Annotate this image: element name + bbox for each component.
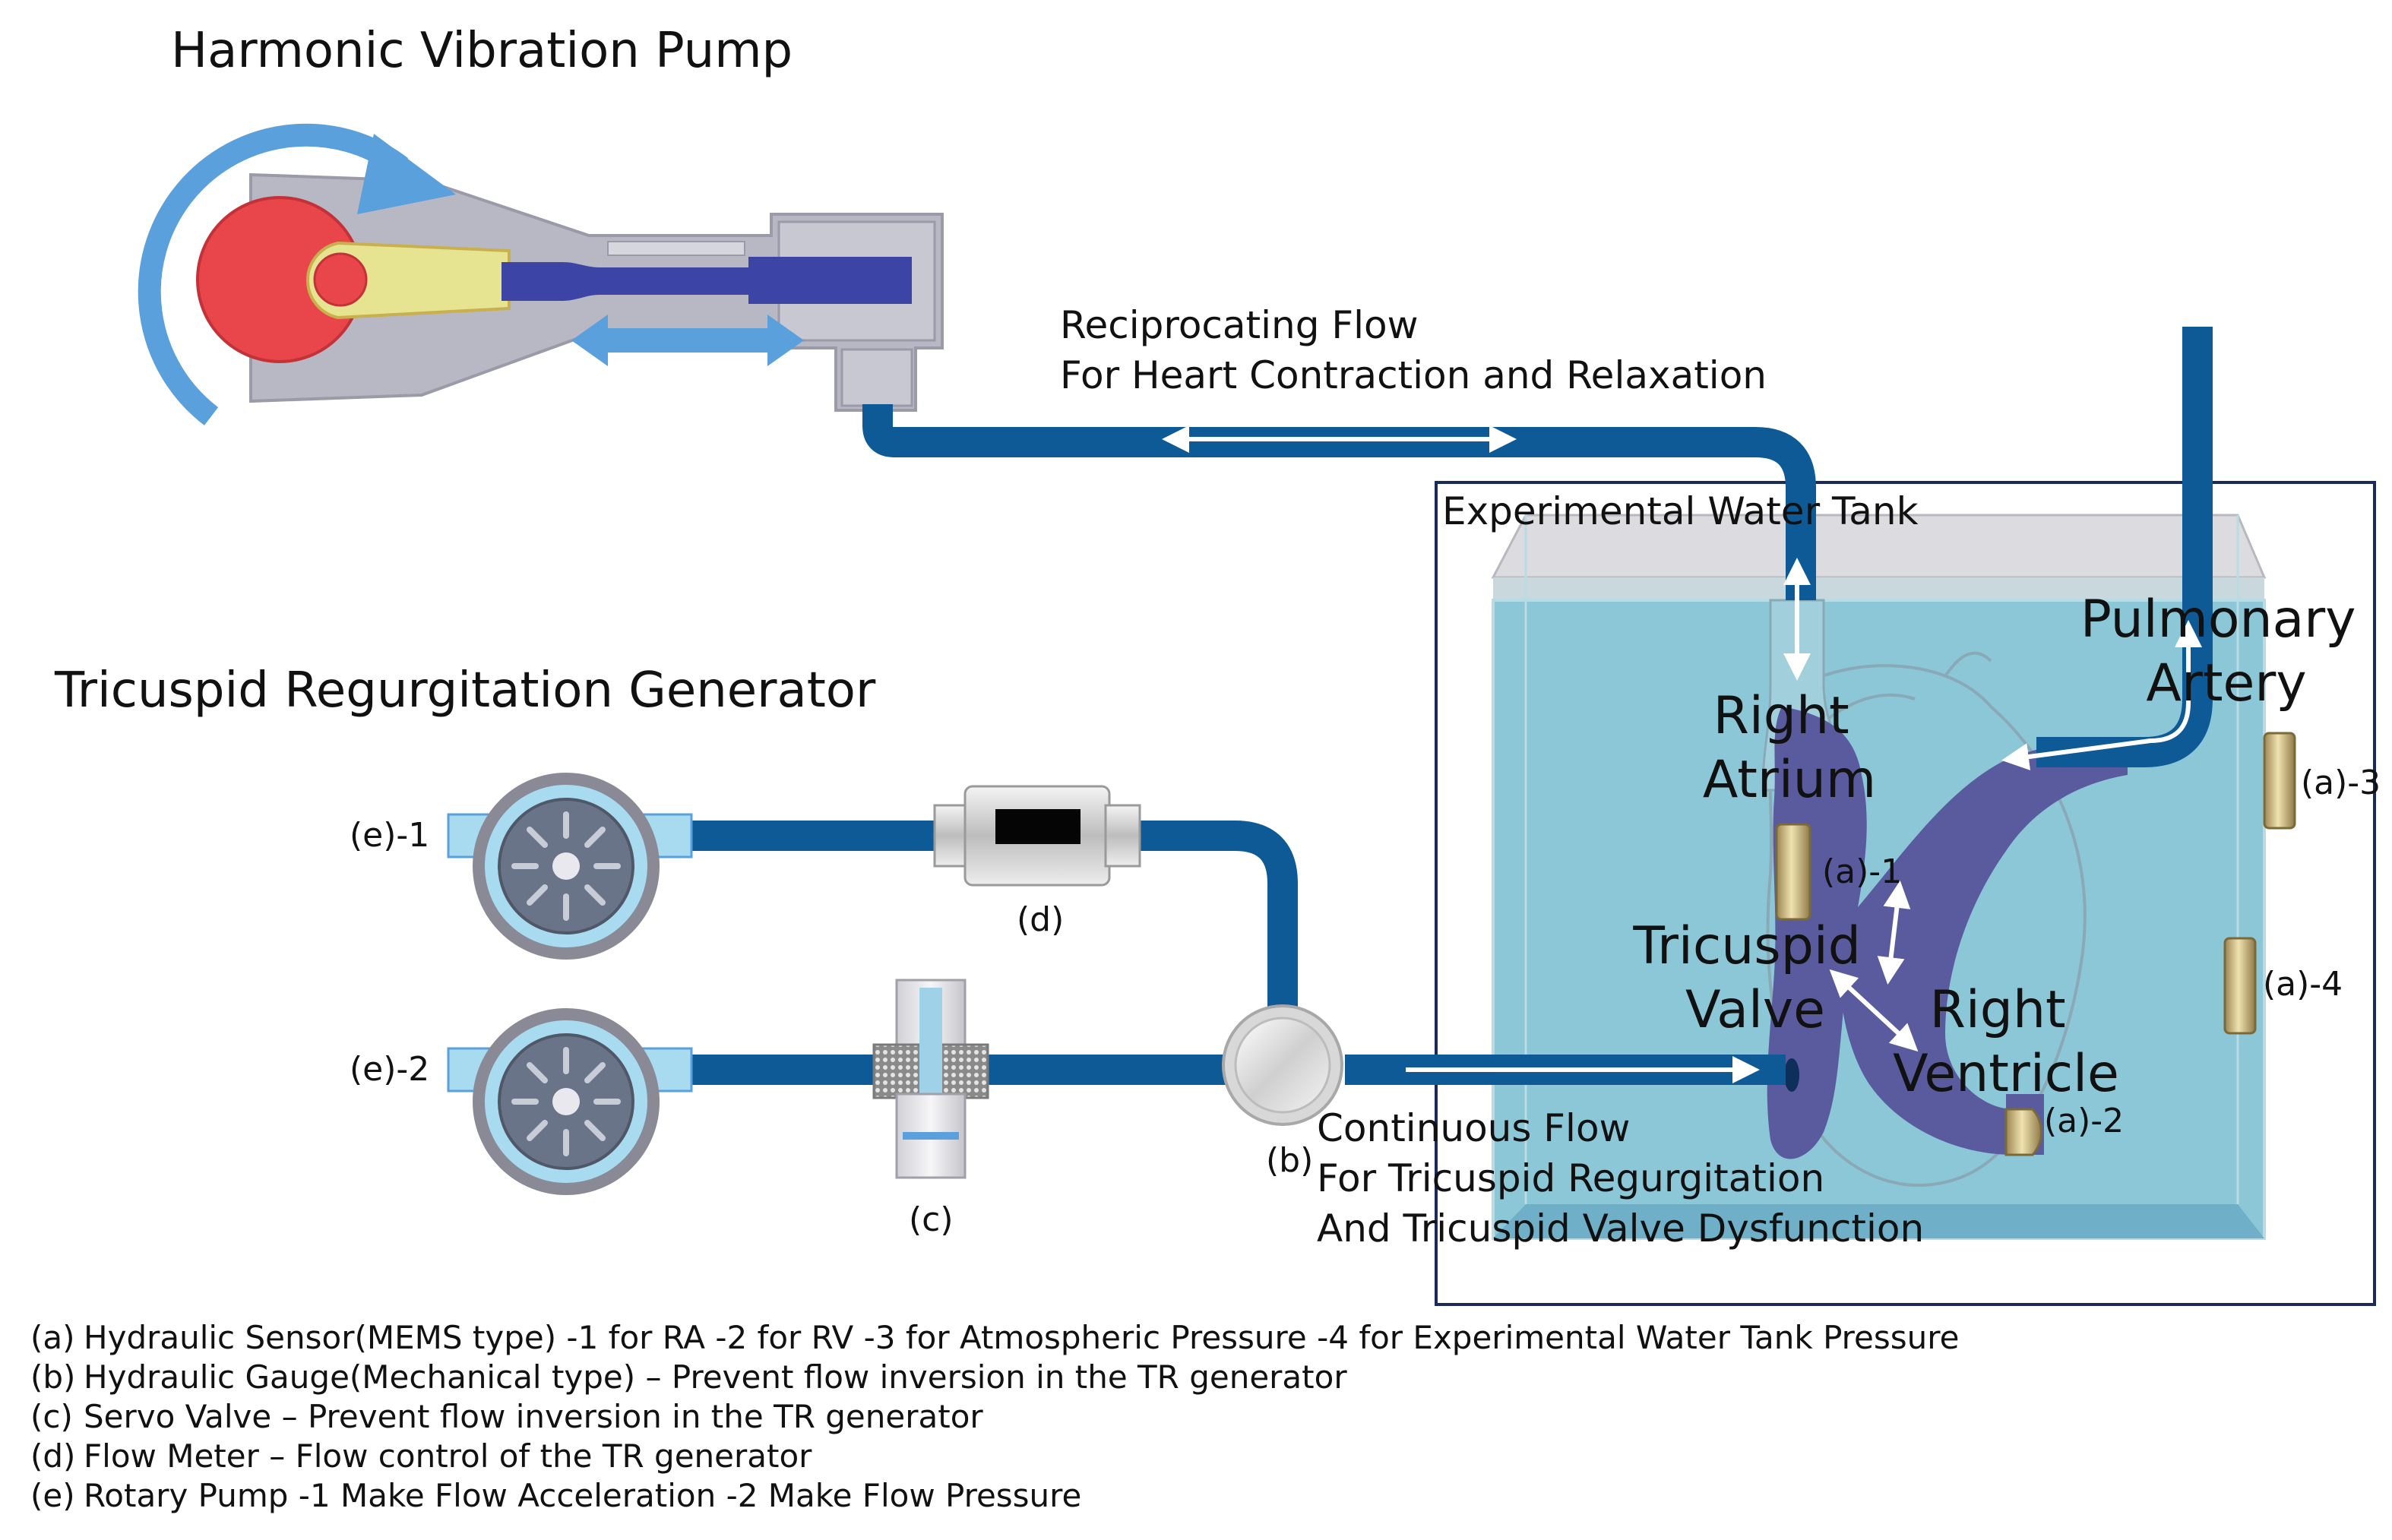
- reciprocating-pipe: [862, 404, 1816, 600]
- legend-text-b: Hydraulic Gauge(Mechanical type) – Preve…: [84, 1358, 1347, 1396]
- rotation-arrow-icon: [138, 123, 409, 425]
- generator-pipe-upper: [688, 821, 1298, 1022]
- tag-e1: (e)-1: [350, 816, 429, 855]
- right-ventricle-line-1: Right: [1930, 980, 2066, 1040]
- tricuspid-regurgitation-arrow-icon: [1829, 969, 1919, 1052]
- flow-arrows: [1162, 425, 2202, 1083]
- atrium-ventricle-arrow-icon: [1877, 881, 1911, 985]
- pulmonary-artery-label: Pulmonary Artery: [2080, 590, 2372, 713]
- right-atrium-chamber: [1767, 707, 1867, 1159]
- legend-row-b: (b)Hydraulic Gauge(Mechanical type) – Pr…: [30, 1358, 2310, 1397]
- right-atrium-line-2: Atrium: [1703, 750, 1876, 810]
- reciprocating-flow-line-2: For Heart Contraction and Relaxation: [1060, 353, 1767, 397]
- continuous-flow-line-3: And Tricuspid Valve Dysfunction: [1317, 1206, 1924, 1251]
- rotary-pump-e1: [447, 773, 693, 960]
- tag-d: (d): [1017, 900, 1064, 939]
- legend-row-e: (e)Rotary Pump -1 Make Flow Acceleration…: [30, 1476, 2310, 1516]
- tank-label: Experimental Water Tank: [1442, 489, 1919, 533]
- pump-connector-block: [840, 348, 913, 407]
- tricuspid-valve-label: Tricuspid Valve: [1632, 916, 1877, 1040]
- flow-meter-flange-left: [933, 804, 970, 868]
- tag-a4: (a)-4: [2263, 965, 2343, 1004]
- right-ventricle-line-2: Ventricle: [1893, 1044, 2119, 1104]
- legend-text-a: Hydraulic Sensor(MEMS type) -1 for RA -2…: [84, 1319, 1960, 1356]
- reciprocating-flow-label: Reciprocating Flow For Heart Contraction…: [1060, 303, 1767, 397]
- continuous-flow-line-2: For Tricuspid Regurgitation: [1317, 1156, 1824, 1200]
- crank-pin: [313, 252, 368, 307]
- pump-e2-blades: [511, 1047, 621, 1156]
- pulmonary-artery-line-2: Artery: [2146, 653, 2306, 713]
- right-ventricle-chamber: [1840, 743, 2128, 1155]
- right-atrium-label: Right Atrium: [1703, 686, 1876, 810]
- servo-valve-seat: [903, 1132, 959, 1140]
- reciprocation-arrow-icon: [571, 315, 804, 366]
- legend-text-d: Flow Meter – Flow control of the TR gene…: [84, 1437, 812, 1475]
- rotation-arrowhead-icon: [357, 134, 456, 214]
- legend-row-a: (a)Hydraulic Sensor(MEMS type) -1 for RA…: [30, 1318, 2310, 1358]
- heart-outline: [1766, 664, 2087, 1187]
- servo-valve: [872, 979, 989, 1179]
- pump-title: Harmonic Vibration Pump: [171, 23, 793, 79]
- tag-a3: (a)-3: [2301, 764, 2381, 802]
- tag-b: (b): [1266, 1141, 1313, 1180]
- tank-frame: [1435, 481, 2376, 1306]
- tricuspid-valve-line-1: Tricuspid: [1632, 916, 1861, 976]
- generator-title: Tricuspid Regurgitation Generator: [54, 662, 876, 719]
- continuous-flow-label: Continuous Flow For Tricuspid Regurgitat…: [1317, 1106, 1924, 1251]
- legend-row-d: (d)Flow Meter – Flow control of the TR g…: [30, 1437, 2310, 1476]
- rotary-pump-e2: [447, 1008, 693, 1195]
- legend-row-c: (c) Servo Valve – Prevent flow inversion …: [30, 1397, 2310, 1437]
- continuous-flow-line-1: Continuous Flow: [1317, 1106, 1630, 1150]
- tag-a1: (a)-1: [1822, 852, 1902, 891]
- pulmonary-artery-line-1: Pulmonary: [2080, 590, 2356, 650]
- pump-e1-hub: [552, 852, 580, 880]
- sensor-a3: [2263, 732, 2296, 830]
- tricuspid-inlet: [1784, 1058, 1799, 1092]
- sensor-a1: [1775, 823, 1811, 921]
- pump-e2-hub: [552, 1088, 580, 1115]
- pump-e1-blades: [511, 811, 621, 921]
- sensor-a2: [2004, 1108, 2042, 1156]
- tank-floor: [1493, 1204, 2264, 1238]
- flow-meter-display: [995, 809, 1081, 844]
- tag-e2: (e)-2: [350, 1050, 429, 1089]
- legend-key-a: (a): [30, 1319, 75, 1356]
- right-ventricle-label: Right Ventricle: [1893, 980, 2119, 1104]
- legend-key-d: (d): [30, 1437, 76, 1475]
- legend-key-c: (c): [30, 1398, 73, 1435]
- sensor-a4: [2223, 937, 2257, 1035]
- gauge-face: [1234, 1017, 1331, 1114]
- harmonic-vibration-pump: [138, 123, 944, 425]
- tricuspid-valve-line-2: Valve: [1685, 980, 1825, 1040]
- tag-c: (c): [909, 1200, 954, 1239]
- hydraulic-gauge: [1222, 1004, 1343, 1126]
- legend: (a)Hydraulic Sensor(MEMS type) -1 for RA…: [30, 1318, 2310, 1516]
- piston-rod: [501, 262, 748, 301]
- legend-text-e: Rotary Pump -1 Make Flow Acceleration -2…: [84, 1477, 1082, 1514]
- tag-a2: (a)-2: [2044, 1102, 2124, 1140]
- pulmonary-arrow-icon: [2001, 620, 2202, 770]
- flow-meter-flange-right: [1104, 804, 1141, 868]
- reciprocating-flow-line-1: Reciprocating Flow: [1060, 303, 1419, 347]
- legend-key-b: (b): [30, 1358, 76, 1396]
- legend-key-e: (e): [30, 1477, 75, 1514]
- legend-text-c: Servo Valve – Prevent flow inversion in …: [84, 1398, 983, 1435]
- right-atrium-line-1: Right: [1713, 686, 1849, 746]
- sensors: [1775, 732, 2296, 1156]
- piston-head: [748, 257, 912, 304]
- flow-meter: [933, 785, 1141, 887]
- pump-sleeve: [607, 241, 745, 256]
